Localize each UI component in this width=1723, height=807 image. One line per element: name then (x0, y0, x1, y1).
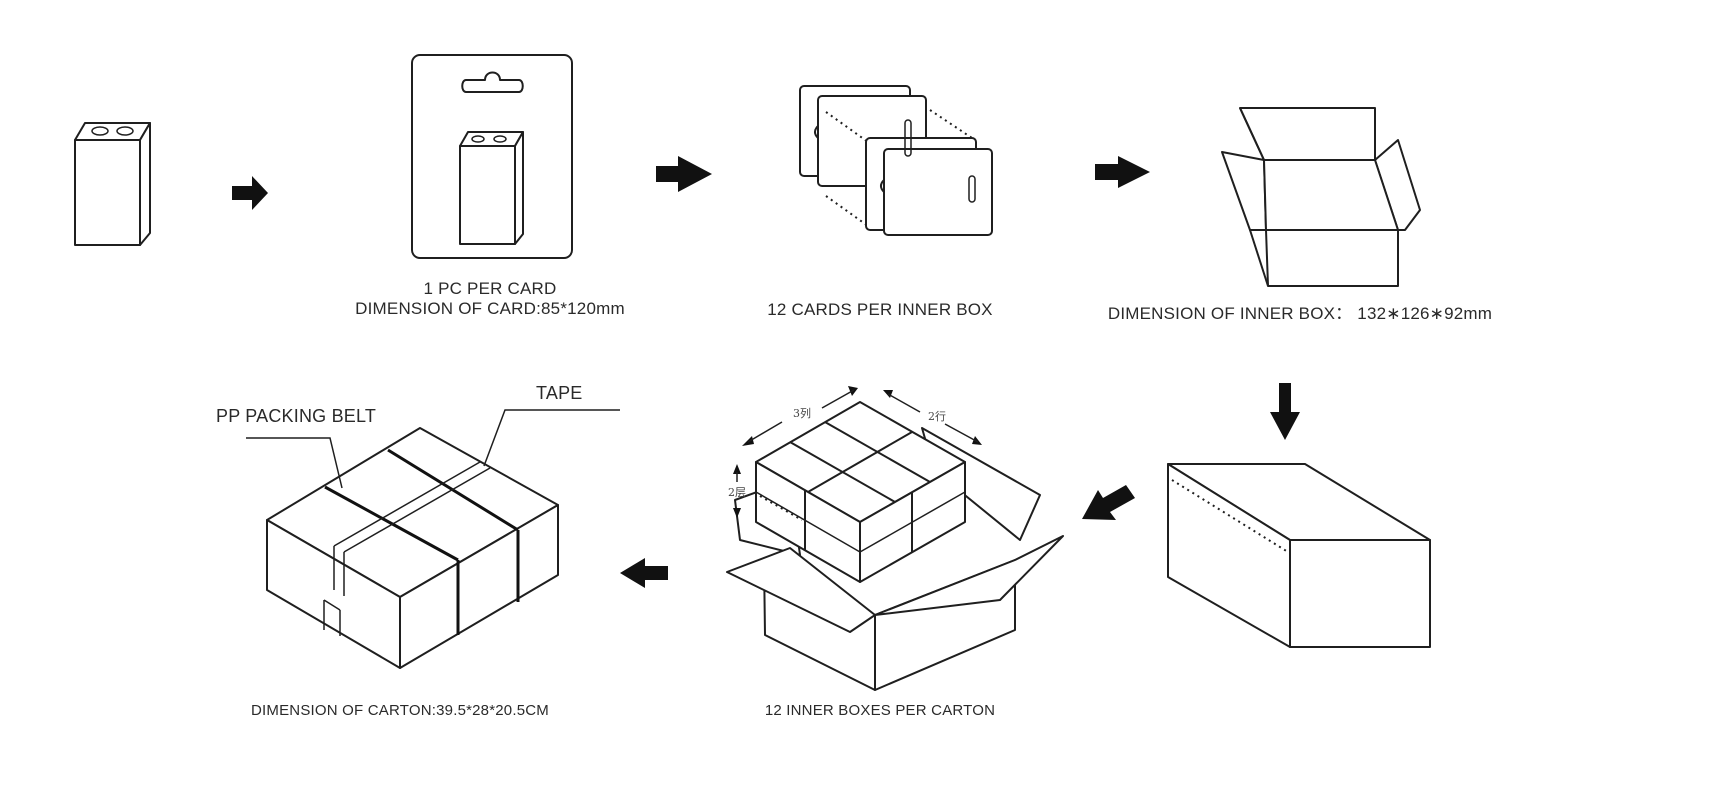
closed-inner-box-icon (1167, 463, 1431, 648)
arrow-down-icon (1270, 383, 1300, 440)
cards-stack-icon (799, 85, 993, 236)
arrow-right-icon (656, 156, 712, 192)
battery-icon (74, 122, 151, 246)
card-caption-line2: DIMENSION OF CARD:85*120mm (355, 299, 625, 318)
layers-label: 2层 (728, 486, 746, 499)
rows-label: 2行 (928, 410, 946, 423)
tape-label: TAPE (536, 383, 583, 403)
card-caption-line1: 1 PC PER CARD (423, 279, 557, 298)
tape-leader-line (483, 409, 620, 467)
cards-inner-box-caption: 12 CARDS PER INNER BOX (767, 300, 993, 319)
inner-box-caption: DIMENSION OF INNER BOX： 132∗126∗92mm (1107, 304, 1493, 323)
arrow-left-icon (620, 558, 668, 588)
open-carton-with-inner-boxes-icon (726, 386, 1064, 691)
arrow-right-icon (232, 176, 268, 210)
arrow-down-left-icon (1082, 485, 1135, 520)
sealed-carton-icon (266, 427, 559, 669)
carton-caption: DIMENSION OF CARTON:39.5*28*20.5CM (250, 702, 549, 719)
blister-card-icon (411, 54, 573, 259)
open-inner-box-icon (1221, 107, 1421, 287)
belt-leader-line (246, 437, 343, 489)
columns-label: 3列 (793, 407, 811, 420)
arrow-right-icon (1095, 156, 1150, 188)
pp-packing-belt-label: PP PACKING BELT (216, 406, 377, 426)
inner-boxes-carton-caption: 12 INNER BOXES PER CARTON (764, 702, 996, 719)
